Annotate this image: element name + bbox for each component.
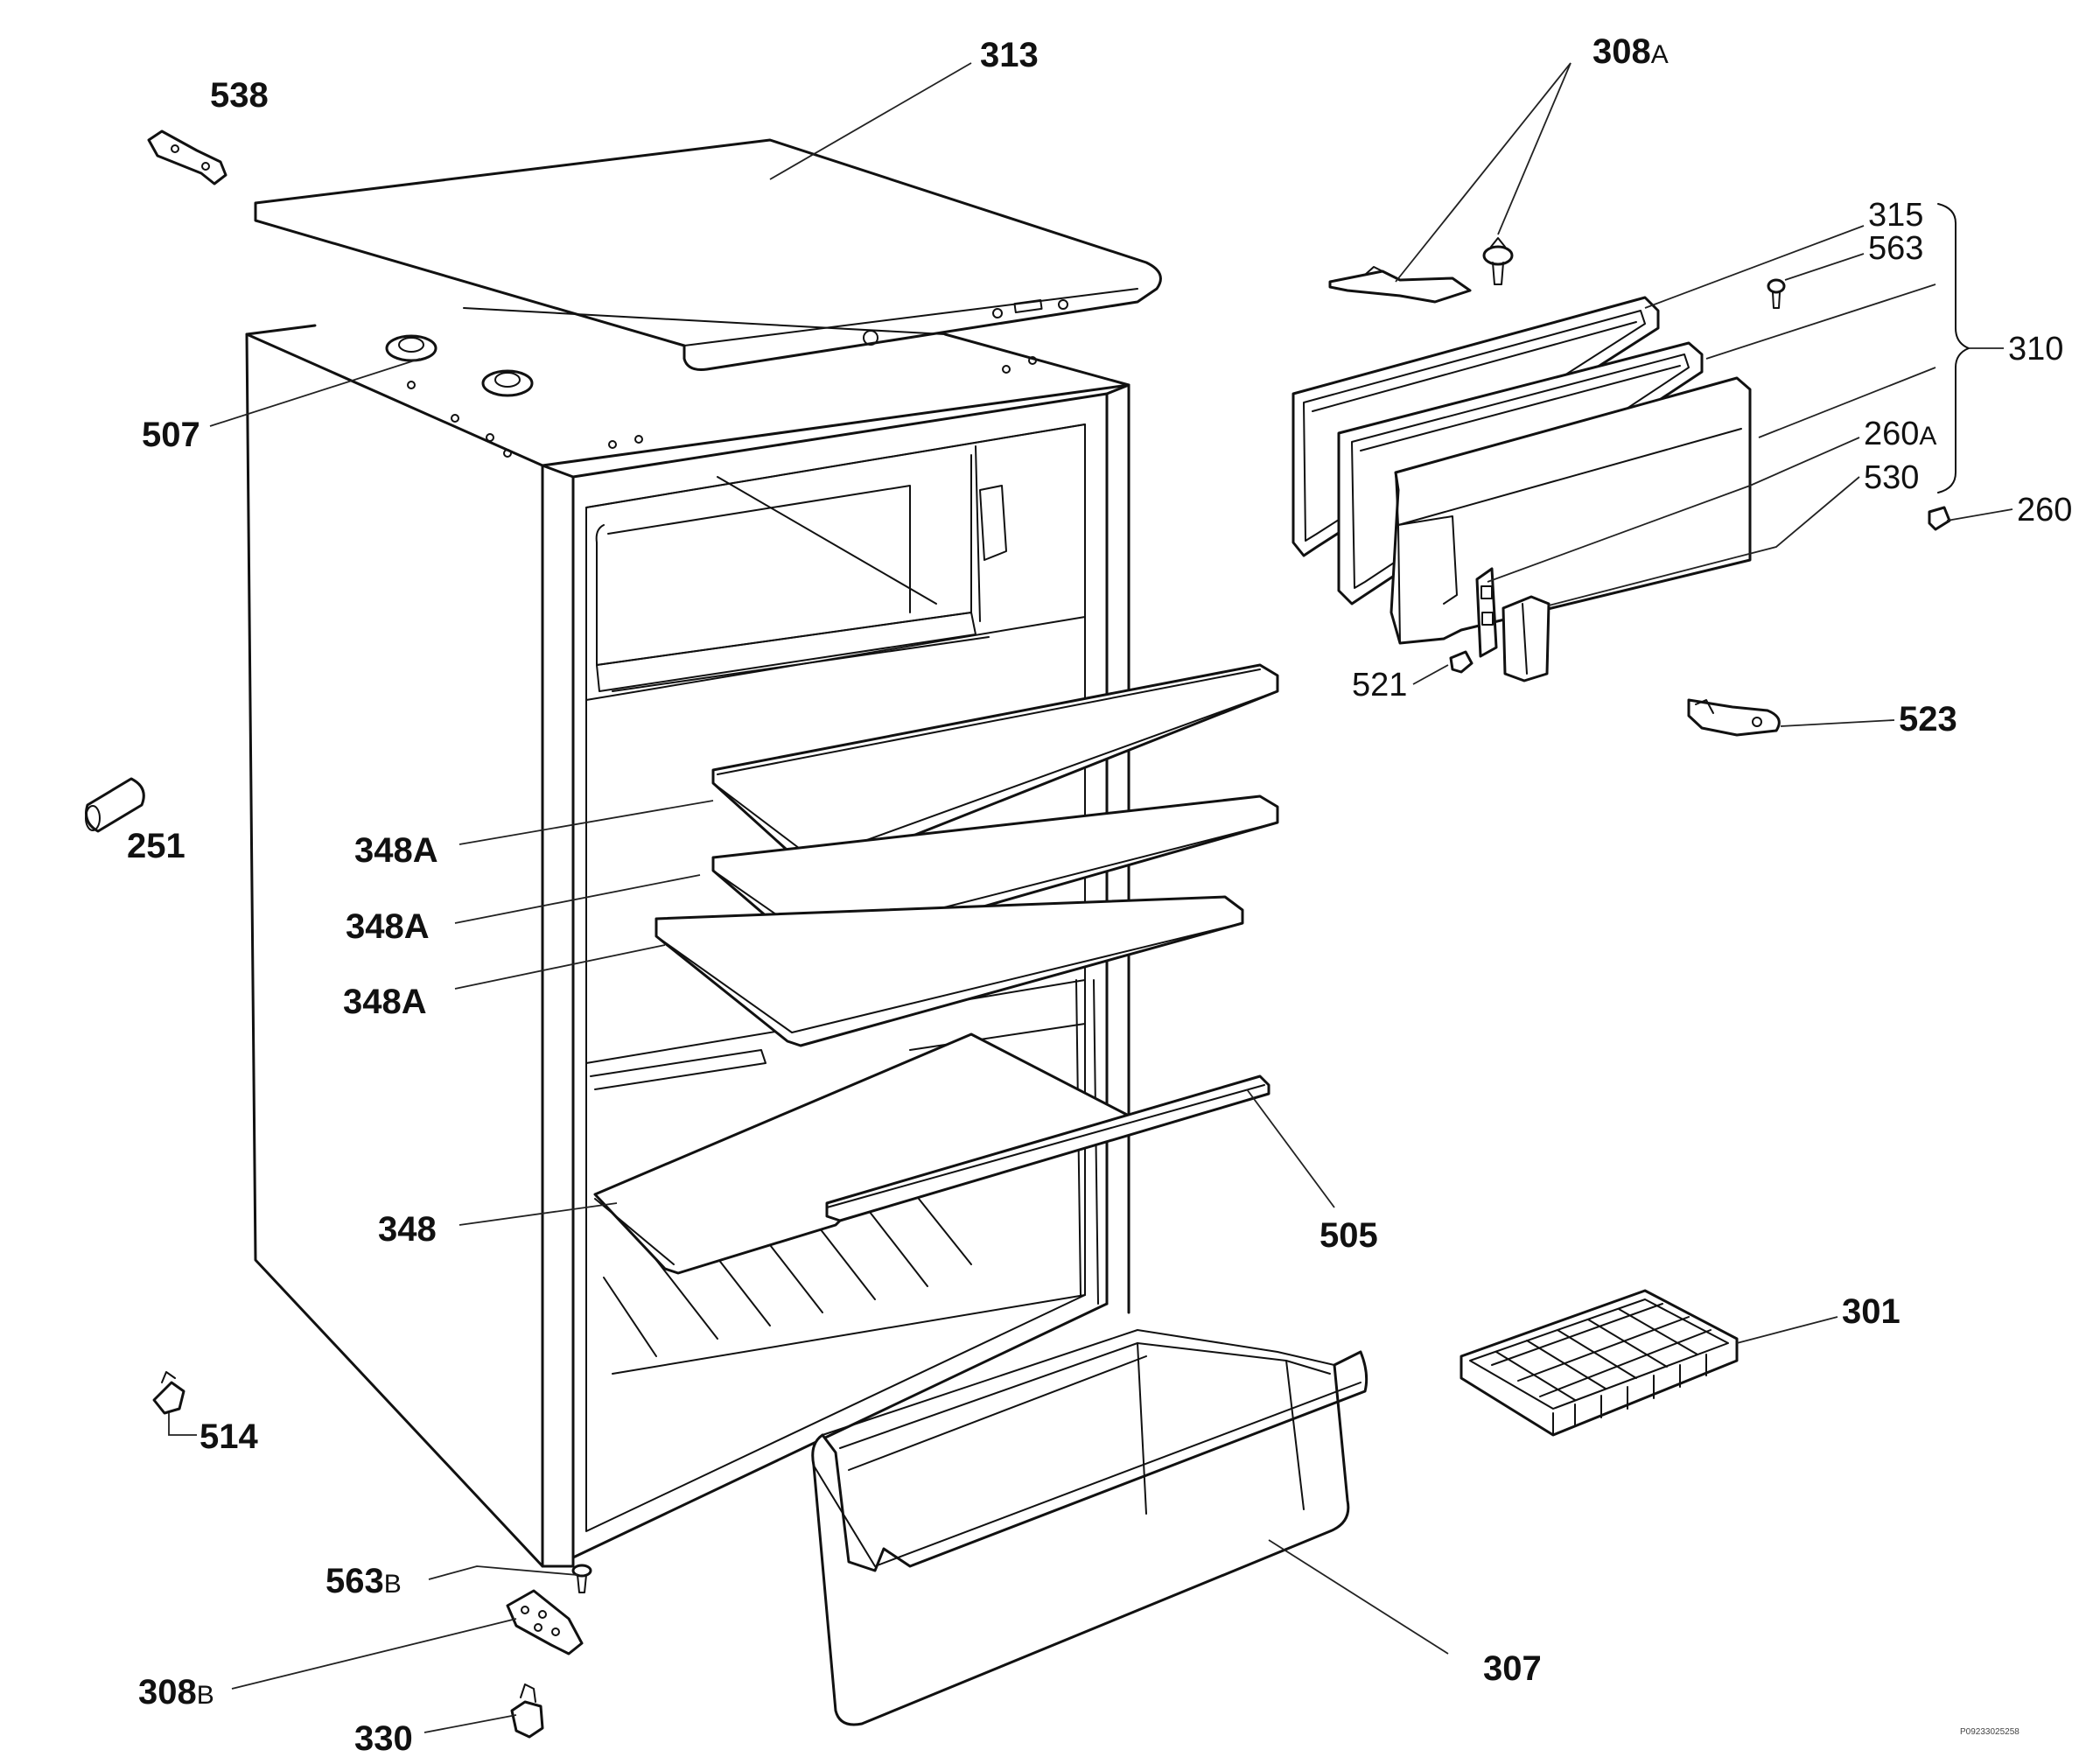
svg-text:521: 521: [1352, 667, 1407, 704]
part-251-roller[interactable]: [85, 777, 145, 833]
label-260: 260: [2017, 492, 2072, 528]
part-563b-screw[interactable]: [571, 1564, 592, 1593]
svg-text:348A: 348A: [346, 907, 430, 946]
svg-text:563B: 563B: [326, 1562, 402, 1600]
label-330: 330: [354, 1719, 413, 1757]
svg-text:310: 310: [2008, 331, 2063, 368]
part-308b-bracket[interactable]: [506, 1589, 584, 1656]
part-507-bushings[interactable]: [385, 334, 534, 397]
label-521: 521: [1352, 667, 1407, 704]
label-301: 301: [1842, 1292, 1900, 1331]
svg-text:538: 538: [210, 76, 269, 115]
label-530: 530: [1864, 459, 1919, 496]
part-308a-pin[interactable]: [1482, 237, 1514, 285]
svg-text:308B: 308B: [138, 1673, 214, 1712]
label-348a-2: 348A: [346, 907, 430, 946]
svg-text:315: 315: [1868, 197, 1923, 234]
part-308a-hinge[interactable]: [1328, 266, 1472, 304]
part-348a-shelf-3[interactable]: [654, 895, 1244, 1047]
part-523-hinge-pin[interactable]: [1687, 698, 1781, 737]
svg-text:260: 260: [2017, 492, 2072, 528]
label-514: 514: [200, 1418, 258, 1456]
svg-text:308A: 308A: [1592, 32, 1669, 71]
svg-text:260A: 260A: [1864, 416, 1936, 452]
svg-text:514: 514: [200, 1418, 258, 1456]
label-507: 507: [142, 416, 200, 454]
part-330-foot[interactable]: [510, 1684, 544, 1739]
svg-text:530: 530: [1864, 459, 1919, 496]
label-538: 538: [210, 76, 269, 115]
svg-text:348A: 348A: [354, 831, 438, 870]
drawing-code: P09233025258: [1960, 1727, 2020, 1737]
label-563: 563: [1868, 230, 1923, 267]
svg-text:523: 523: [1899, 700, 1957, 738]
label-563b: 563B: [326, 1562, 402, 1600]
svg-text:P09233025258: P09233025258: [1960, 1727, 2020, 1737]
part-260a-hinge[interactable]: [1475, 567, 1498, 658]
label-307: 307: [1483, 1649, 1542, 1688]
leader-lines: [168, 62, 2013, 1733]
label-348a-1: 348A: [354, 831, 438, 870]
part-505-rail[interactable]: [825, 1074, 1270, 1222]
svg-text:507: 507: [142, 416, 200, 454]
svg-text:307: 307: [1483, 1649, 1542, 1688]
part-301-ice-tray[interactable]: [1460, 1289, 1739, 1437]
svg-text:563: 563: [1868, 230, 1923, 267]
svg-text:505: 505: [1320, 1216, 1378, 1255]
label-505: 505: [1320, 1216, 1378, 1255]
label-310: 310: [2008, 331, 2063, 368]
svg-text:330: 330: [354, 1719, 413, 1757]
svg-text:348: 348: [378, 1210, 437, 1249]
label-251: 251: [127, 827, 186, 865]
part-348-crisper-cover[interactable]: [593, 1032, 1130, 1275]
label-348a-3: 348A: [343, 983, 427, 1021]
label-315: 315: [1868, 197, 1923, 234]
part-521-clip[interactable]: [1449, 650, 1474, 674]
part-260-clip[interactable]: [1928, 506, 1951, 531]
part-307-crisper-bin[interactable]: [811, 1329, 1368, 1726]
svg-text:348A: 348A: [343, 983, 427, 1021]
part-563-screw[interactable]: [1767, 278, 1786, 309]
part-530-door-handle[interactable]: [1502, 595, 1550, 682]
part-313-top-panel[interactable]: [254, 138, 1162, 371]
label-348: 348: [378, 1210, 437, 1249]
label-523: 523: [1899, 700, 1957, 738]
label-313: 313: [980, 36, 1039, 74]
part-514-foot[interactable]: [152, 1371, 186, 1415]
svg-text:313: 313: [980, 36, 1039, 74]
part-538-bracket[interactable]: [147, 130, 228, 186]
label-308a: 308A: [1592, 32, 1669, 71]
label-260a: 260A: [1864, 416, 1936, 452]
svg-text:301: 301: [1842, 1292, 1900, 1331]
label-308b: 308B: [138, 1673, 214, 1712]
svg-text:251: 251: [127, 827, 186, 865]
